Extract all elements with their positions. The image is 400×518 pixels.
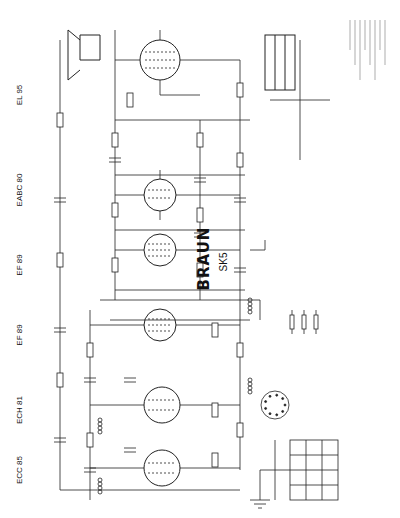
coil-symbol [248, 382, 252, 386]
resistor-symbol [197, 133, 203, 147]
resistor-symbol [314, 315, 318, 329]
tube-label: EABC 80 [16, 174, 24, 207]
capacitor-symbol [84, 468, 96, 472]
coil-symbol [248, 306, 252, 310]
resistor-symbol [302, 315, 306, 329]
resistor-symbol [57, 113, 63, 127]
resistor-symbol [237, 153, 243, 167]
resistor-symbol [112, 133, 118, 147]
resistor-symbol [212, 323, 218, 337]
coil-symbol [98, 418, 102, 422]
coil-symbol [98, 422, 102, 426]
note-line [355, 20, 356, 65]
note-line [365, 20, 366, 50]
brand-logo: BRAUN [198, 226, 213, 290]
coil-symbol [248, 298, 252, 302]
resistor-symbol [57, 253, 63, 267]
note-line [375, 20, 376, 80]
coil-symbol [98, 478, 102, 482]
resistor-symbol [237, 343, 243, 357]
coil-symbol [98, 482, 102, 486]
socket-pin [265, 407, 267, 409]
model-name: SK5 [219, 253, 229, 272]
resistor-symbol [87, 343, 93, 357]
capacitor-symbol [124, 378, 136, 382]
resistor-symbol [290, 315, 294, 329]
capacitor-symbol [84, 378, 96, 382]
coil-symbol [248, 386, 252, 390]
capacitor-symbol [234, 268, 246, 272]
tube-label: EL 95 [16, 85, 24, 106]
coil-symbol [248, 302, 252, 306]
capacitor-symbol [124, 448, 136, 452]
resistor-symbol [127, 93, 133, 107]
capacitor-symbol [54, 328, 66, 332]
note-line [360, 20, 361, 80]
socket-pin [269, 395, 271, 397]
resistor-symbol [212, 403, 218, 417]
coil-symbol [248, 310, 252, 314]
resistor-symbol [87, 433, 93, 447]
tube-label: ECC 85 [16, 456, 24, 484]
tube-label: ECH 81 [16, 396, 24, 424]
capacitor-symbol [54, 198, 66, 202]
coil-symbol [98, 426, 102, 430]
coil-symbol [248, 378, 252, 382]
resistor-symbol [212, 453, 218, 467]
socket-pin [282, 410, 284, 412]
resistor-symbol [237, 423, 243, 437]
resistor-symbol [57, 373, 63, 387]
note-line [370, 20, 371, 65]
tube-label: EF 89 [16, 324, 24, 345]
resistor-symbol [112, 258, 118, 272]
resistor-symbol [237, 83, 243, 97]
coil-symbol [98, 490, 102, 494]
lead-line [292, 310, 293, 334]
resistor-symbol [112, 203, 118, 217]
note-line [350, 20, 351, 50]
note-line [385, 20, 386, 65]
note-line [380, 20, 381, 50]
tube-label: EF 89 [16, 254, 24, 275]
socket-pin [269, 413, 271, 415]
capacitor-symbol [234, 198, 246, 202]
coil-symbol [98, 430, 102, 434]
capacitor-symbol [109, 158, 121, 162]
lead-line [316, 310, 317, 334]
socket-pin [282, 398, 284, 400]
capacitor-symbol [54, 438, 66, 442]
coil-symbol [98, 486, 102, 490]
socket-pin [265, 401, 267, 403]
socket-pin [284, 404, 286, 406]
lead-line [304, 310, 305, 334]
capacitor-symbol [194, 178, 206, 182]
resistor-symbol [197, 208, 203, 222]
coil-symbol [248, 390, 252, 394]
socket-pin [276, 414, 278, 416]
socket-pin [276, 394, 278, 396]
